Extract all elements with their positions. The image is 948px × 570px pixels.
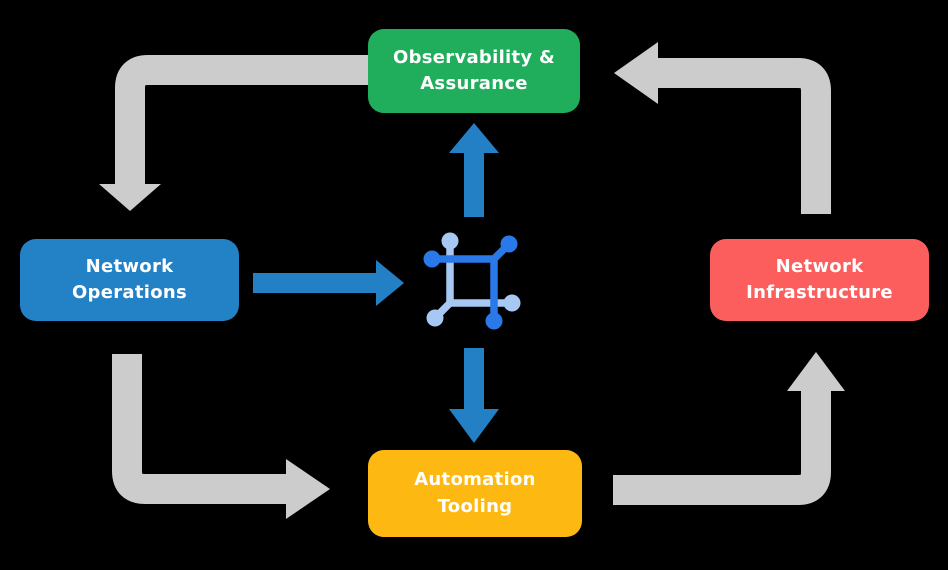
- node-automation-tooling-label: Automation Tooling: [414, 469, 536, 517]
- arrowhead-right-blue-icon: [376, 260, 404, 306]
- arrowhead-up-blue-icon: [449, 123, 499, 153]
- network-mesh-light-nodes: [426, 232, 521, 327]
- arrowhead-down-icon: [99, 184, 161, 211]
- arrowhead-up-icon: [787, 352, 845, 391]
- arrowhead-left-icon: [614, 42, 658, 104]
- blue-arrow-shafts: [253, 152, 484, 410]
- node-observability-assurance-label: Observability & Assurance: [392, 46, 556, 94]
- arrow-observability-to-operations: [115, 55, 368, 186]
- node-automation-tooling: Automation Tooling: [368, 450, 582, 537]
- arrow-automation-to-infrastructure: [613, 390, 831, 505]
- node-network-operations-label: Network Operations: [71, 255, 188, 303]
- network-mesh-dark-nodes: [423, 235, 518, 330]
- node-observability-assurance: Observability & Assurance: [368, 29, 580, 113]
- node-network-infrastructure: Network Infrastructure: [710, 239, 929, 321]
- arrow-operations-to-automation: [112, 354, 287, 504]
- arrowhead-down-blue-icon: [449, 409, 499, 443]
- blue-arrow-heads: [376, 123, 499, 443]
- arrow-infrastructure-to-observability: [657, 58, 831, 214]
- node-network-infrastructure-label: Network Infrastructure: [746, 255, 893, 303]
- node-network-operations: Network Operations: [20, 239, 239, 321]
- gray-arrow-heads: [99, 42, 845, 519]
- arrowhead-right-icon: [286, 459, 330, 519]
- network-mesh-icon: [423, 232, 521, 330]
- gray-arrow-shafts: [112, 55, 831, 505]
